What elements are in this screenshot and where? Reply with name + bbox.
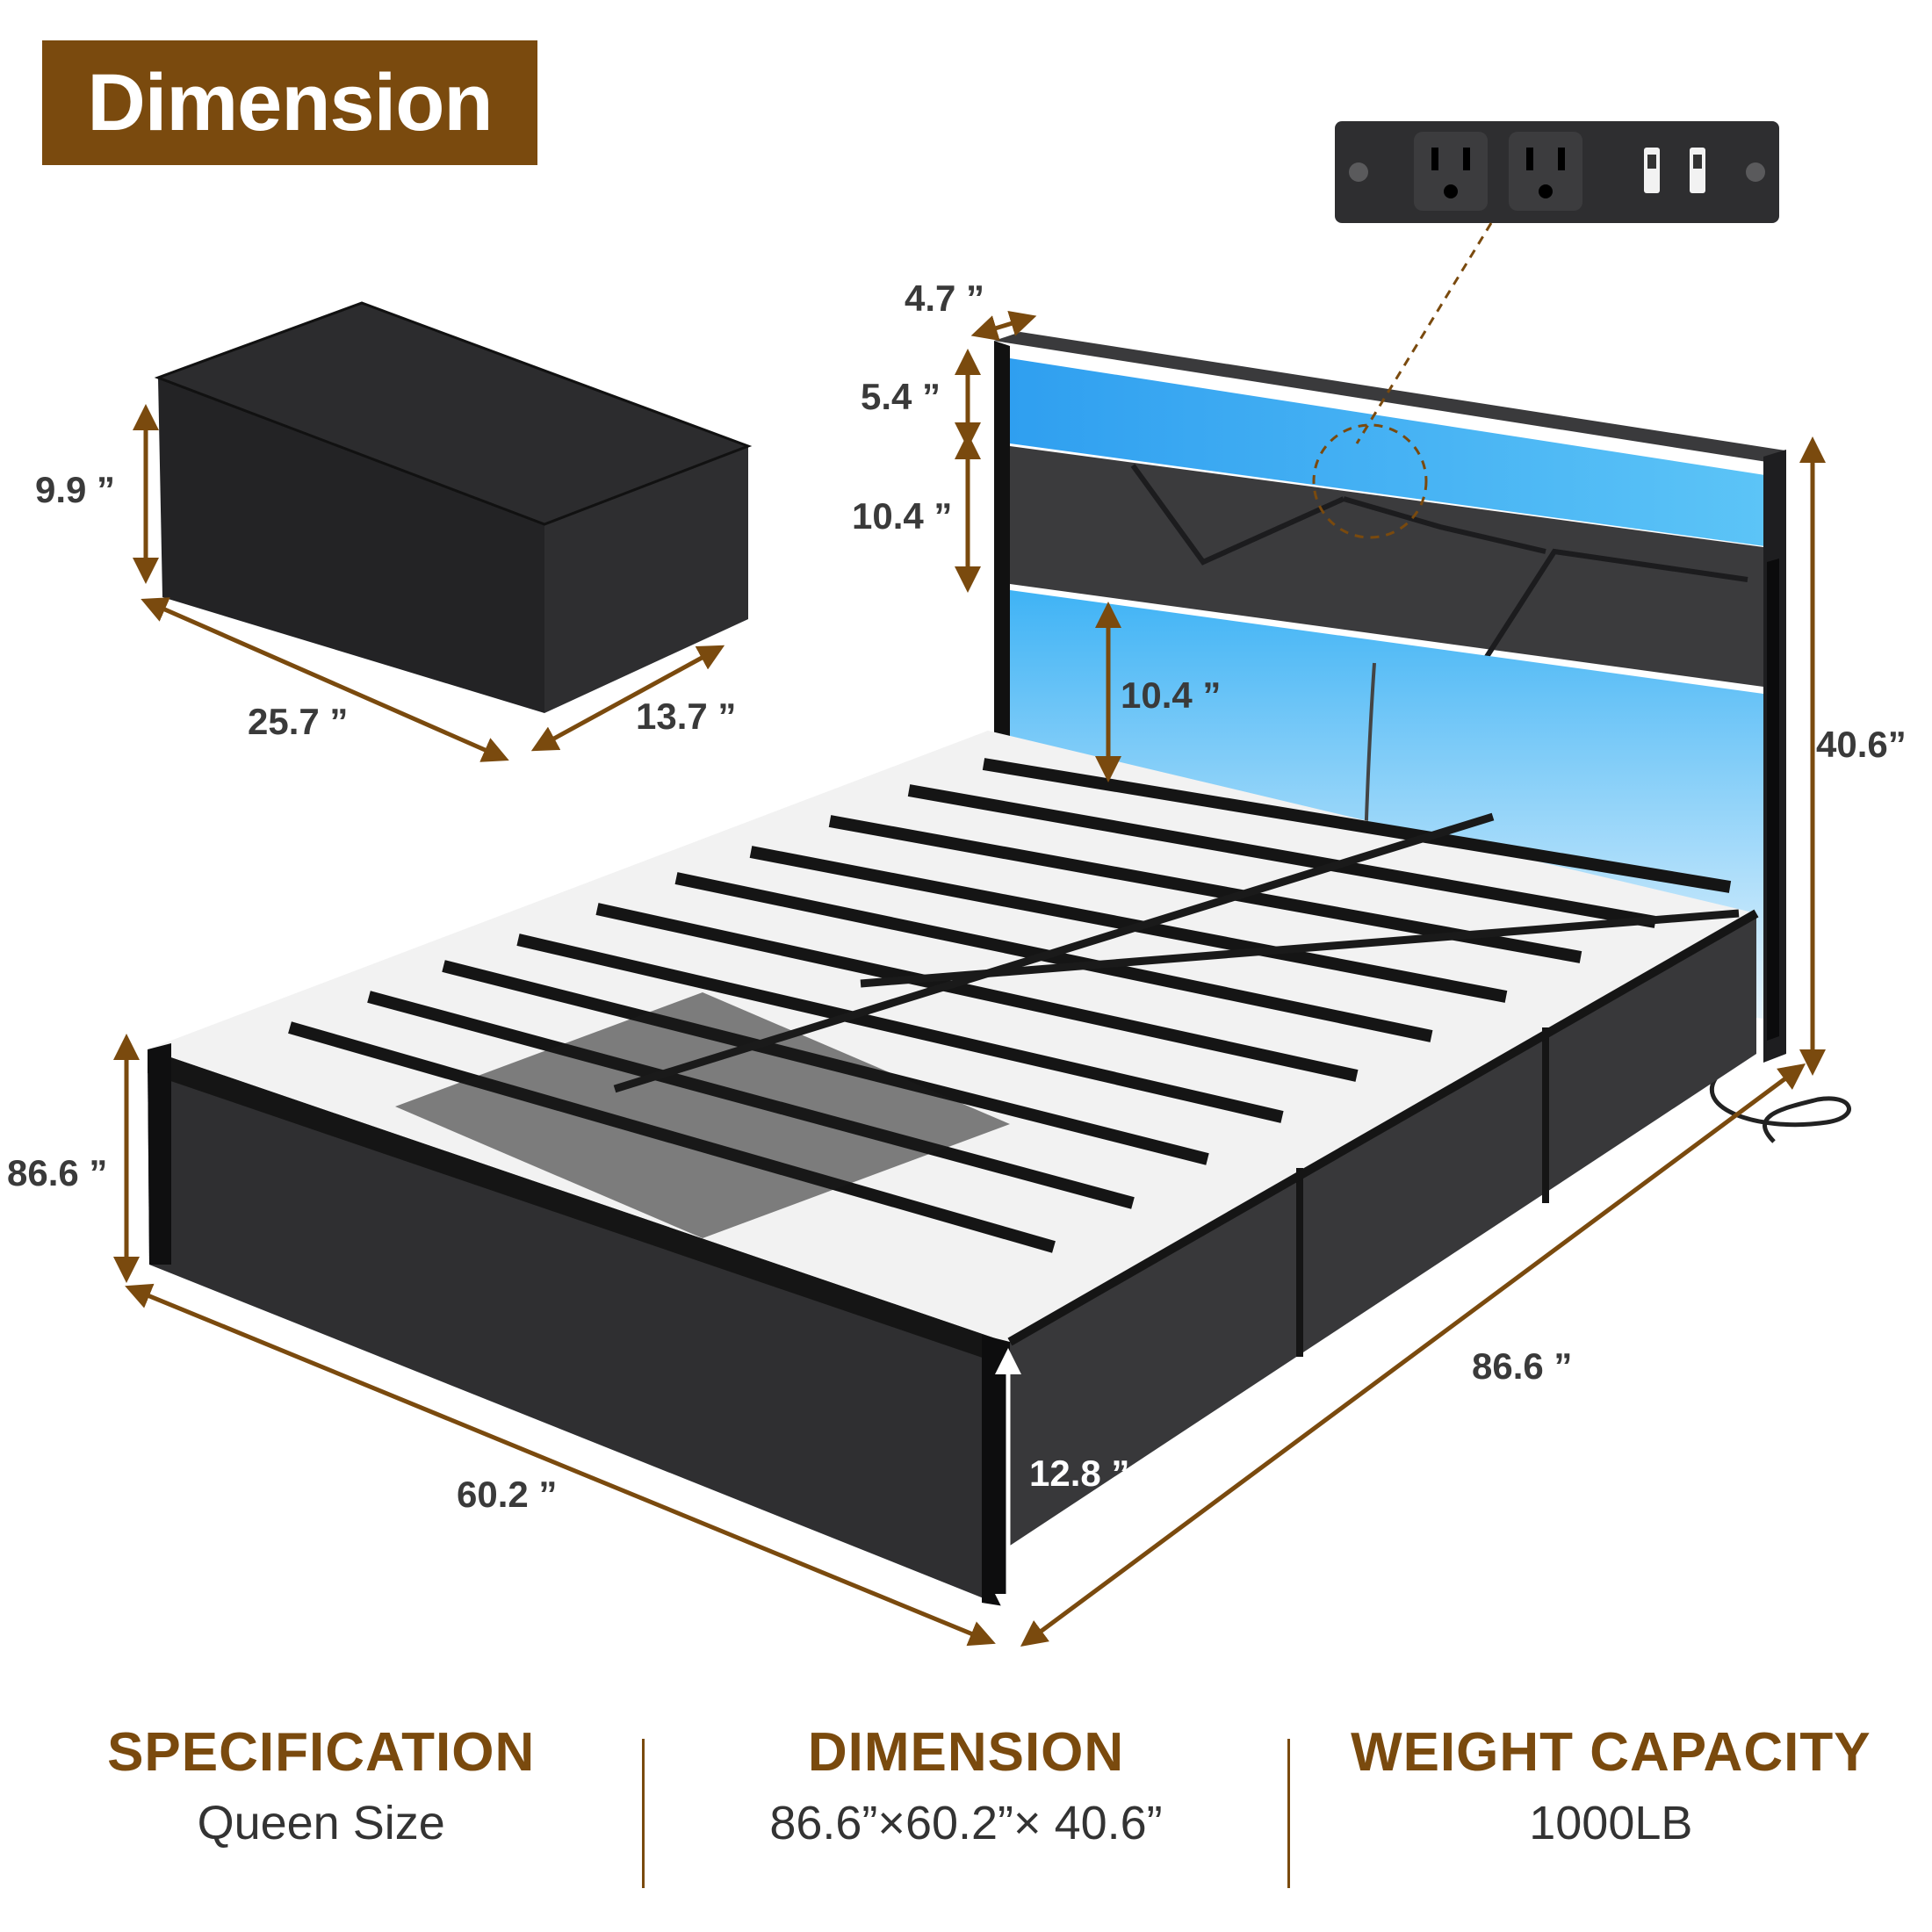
spec-specification: SPECIFICATION Queen Size — [0, 1721, 642, 1850]
dim-frame-height: 86.6 ” — [7, 1152, 107, 1193]
headboard-panel — [1010, 446, 1763, 687]
spec-heading: DIMENSION — [807, 1722, 1125, 1783]
spec-row: SPECIFICATION Queen Size DIMENSION 86.6”… — [0, 1721, 1932, 1897]
dim-bed-length: 86.6 ” — [1472, 1345, 1572, 1387]
dim-clearance: 12.8 ” — [1029, 1453, 1129, 1494]
dim-drawer-height: 9.9 ” — [35, 469, 115, 510]
spec-value: Queen Size — [197, 1797, 445, 1849]
dim-drawer-length: 25.7 ” — [248, 701, 348, 742]
usb-icon — [1690, 148, 1705, 193]
page-title: Dimension — [42, 40, 537, 165]
spec-divider — [1287, 1739, 1290, 1888]
bed-illustration: 4.7 ” 5.4 ” 10.4 ” 10.4 ” 40.6” 9.9 ” 25… — [7, 121, 1907, 1647]
power-strip — [1335, 121, 1779, 223]
dim-headboard-height: 40.6” — [1816, 724, 1907, 765]
spec-dimension: DIMENSION 86.6”×60.2”× 40.6” — [645, 1721, 1287, 1850]
dim-headboard-panel: 10.4 ” — [852, 495, 952, 537]
spec-weight-capacity: WEIGHT CAPACITY 1000LB — [1290, 1721, 1932, 1850]
spec-heading: SPECIFICATION — [107, 1722, 536, 1783]
spec-divider — [642, 1739, 645, 1888]
usb-icon — [1644, 148, 1660, 193]
dim-shelf-height: 5.4 ” — [861, 376, 941, 417]
spec-heading: WEIGHT CAPACITY — [1351, 1722, 1871, 1783]
spec-value: 86.6”×60.2”× 40.6” — [769, 1797, 1163, 1849]
dim-bed-width: 60.2 ” — [457, 1474, 557, 1515]
dim-under-panel-gap: 10.4 ” — [1121, 674, 1221, 716]
dim-shelf-depth: 4.7 ” — [905, 278, 984, 319]
headboard — [994, 332, 1851, 1143]
bed-frame — [148, 731, 1759, 1607]
spec-value: 1000LB — [1529, 1797, 1693, 1849]
storage-drawer — [154, 301, 753, 713]
outlet-icon — [1414, 132, 1488, 211]
dim-drawer-width: 13.7 ” — [636, 696, 736, 737]
callout-circle — [1312, 423, 1428, 539]
outlet-icon — [1509, 132, 1582, 211]
